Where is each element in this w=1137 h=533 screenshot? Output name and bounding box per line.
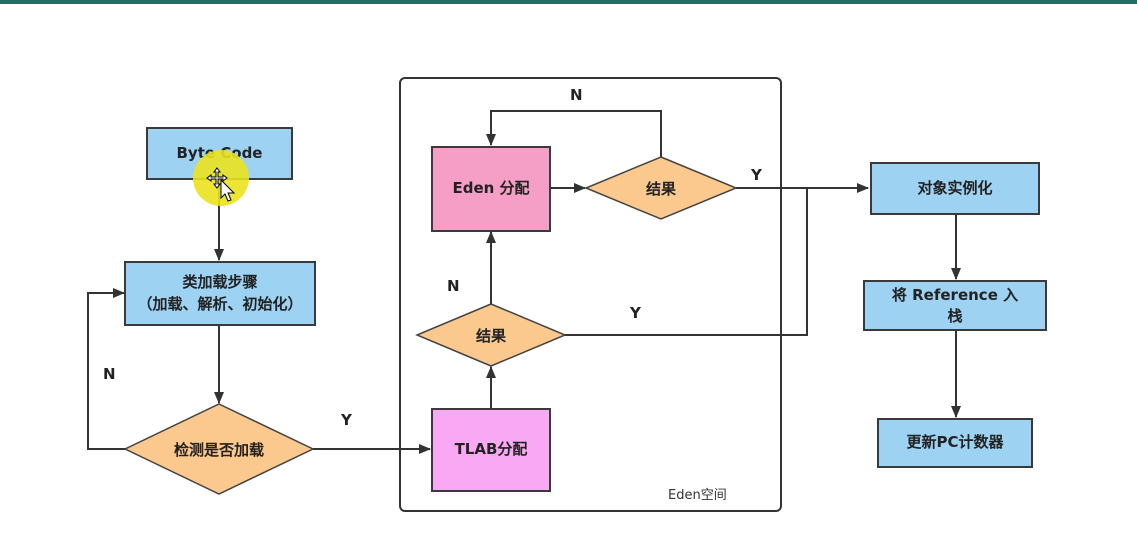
eden-region-frame bbox=[399, 77, 782, 512]
arrow-result-no-loop bbox=[486, 110, 662, 157]
tlab-alloc-label: TLAB分配 bbox=[454, 440, 528, 459]
upper-result-diamond bbox=[584, 156, 738, 220]
lower-result-label: 结果 bbox=[475, 326, 506, 345]
eden-region-label: Eden空间 bbox=[668, 488, 727, 503]
check-no-label: N bbox=[103, 365, 116, 383]
class-loading-label: 类加载步骤 bbox=[182, 272, 258, 291]
instantiate-box: 对象实例化 bbox=[870, 162, 1040, 215]
instantiate-label: 对象实例化 bbox=[917, 178, 993, 197]
class-loading-detail: （加载、解析、初始化） bbox=[137, 294, 303, 313]
update-pc-label: 更新PC计数器 bbox=[906, 433, 1004, 452]
check-loaded-diamond bbox=[123, 403, 315, 495]
lower-result-yes-label: Y bbox=[630, 304, 641, 322]
update-pc-box: 更新PC计数器 bbox=[877, 418, 1033, 468]
upper-result-yes-label: Y bbox=[751, 166, 762, 184]
check-loaded-label: 检测是否加载 bbox=[173, 440, 264, 459]
class-loading-box: 类加载步骤 （加载、解析、初始化） bbox=[124, 261, 316, 326]
lower-result-no-label: N bbox=[447, 277, 460, 295]
tlab-alloc-box: TLAB分配 bbox=[431, 408, 551, 492]
push-reference-label-cont: 栈 bbox=[947, 306, 963, 325]
arrow-lower-result-yes-merge bbox=[565, 188, 808, 336]
push-reference-label: 将 Reference 入 bbox=[891, 286, 1019, 305]
check-yes-label: Y bbox=[341, 411, 352, 429]
eden-alloc-box: Eden 分配 bbox=[431, 146, 551, 232]
top-accent-bar bbox=[0, 0, 1137, 4]
upper-result-no-label: N bbox=[570, 86, 583, 104]
upper-result-label: 结果 bbox=[645, 179, 676, 198]
move-cursor-icon bbox=[206, 167, 236, 202]
eden-alloc-label: Eden 分配 bbox=[452, 179, 530, 198]
arrow-check-no-loop bbox=[87, 288, 125, 450]
push-reference-box: 将 Reference 入 栈 bbox=[863, 280, 1047, 331]
